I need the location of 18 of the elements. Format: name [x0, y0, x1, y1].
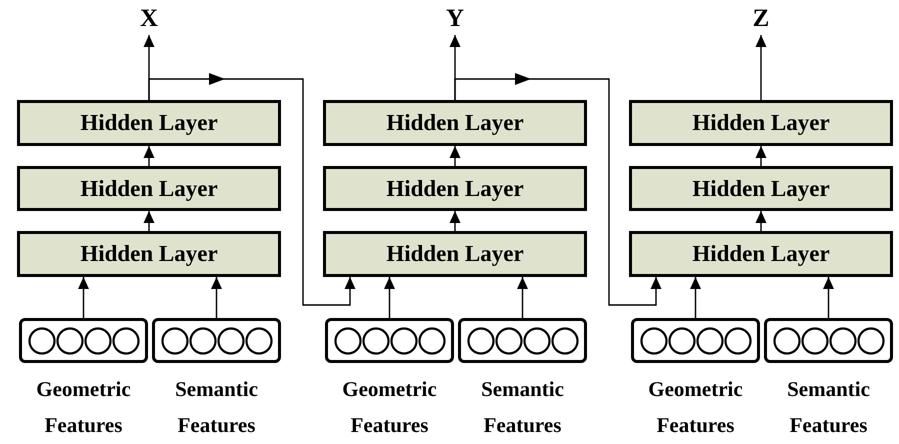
hidden-layer-box: Hidden Layer	[629, 166, 893, 211]
feature-label: Geometric Features	[35, 376, 132, 439]
feature-label: Geometric Features	[341, 376, 438, 439]
hidden-layer-box: Hidden Layer	[323, 166, 587, 211]
hidden-layer-box: Hidden Layer	[323, 231, 587, 277]
feature-label: Geometric Features	[647, 376, 744, 439]
hidden-layer-box: Hidden Layer	[629, 100, 893, 146]
hidden-layer-box: Hidden Layer	[323, 100, 587, 146]
output-label: X	[134, 3, 164, 35]
feature-label: Semantic Features	[786, 376, 871, 439]
hidden-layer-box: Hidden Layer	[17, 166, 281, 211]
hidden-layer-box: Hidden Layer	[17, 231, 281, 277]
hidden-layer-box: Hidden Layer	[629, 231, 893, 277]
output-label: Z	[746, 3, 776, 35]
feature-label: Semantic Features	[174, 376, 259, 439]
feature-label: Semantic Features	[480, 376, 565, 439]
hidden-layer-box: Hidden Layer	[17, 100, 281, 146]
output-label: Y	[440, 3, 470, 35]
